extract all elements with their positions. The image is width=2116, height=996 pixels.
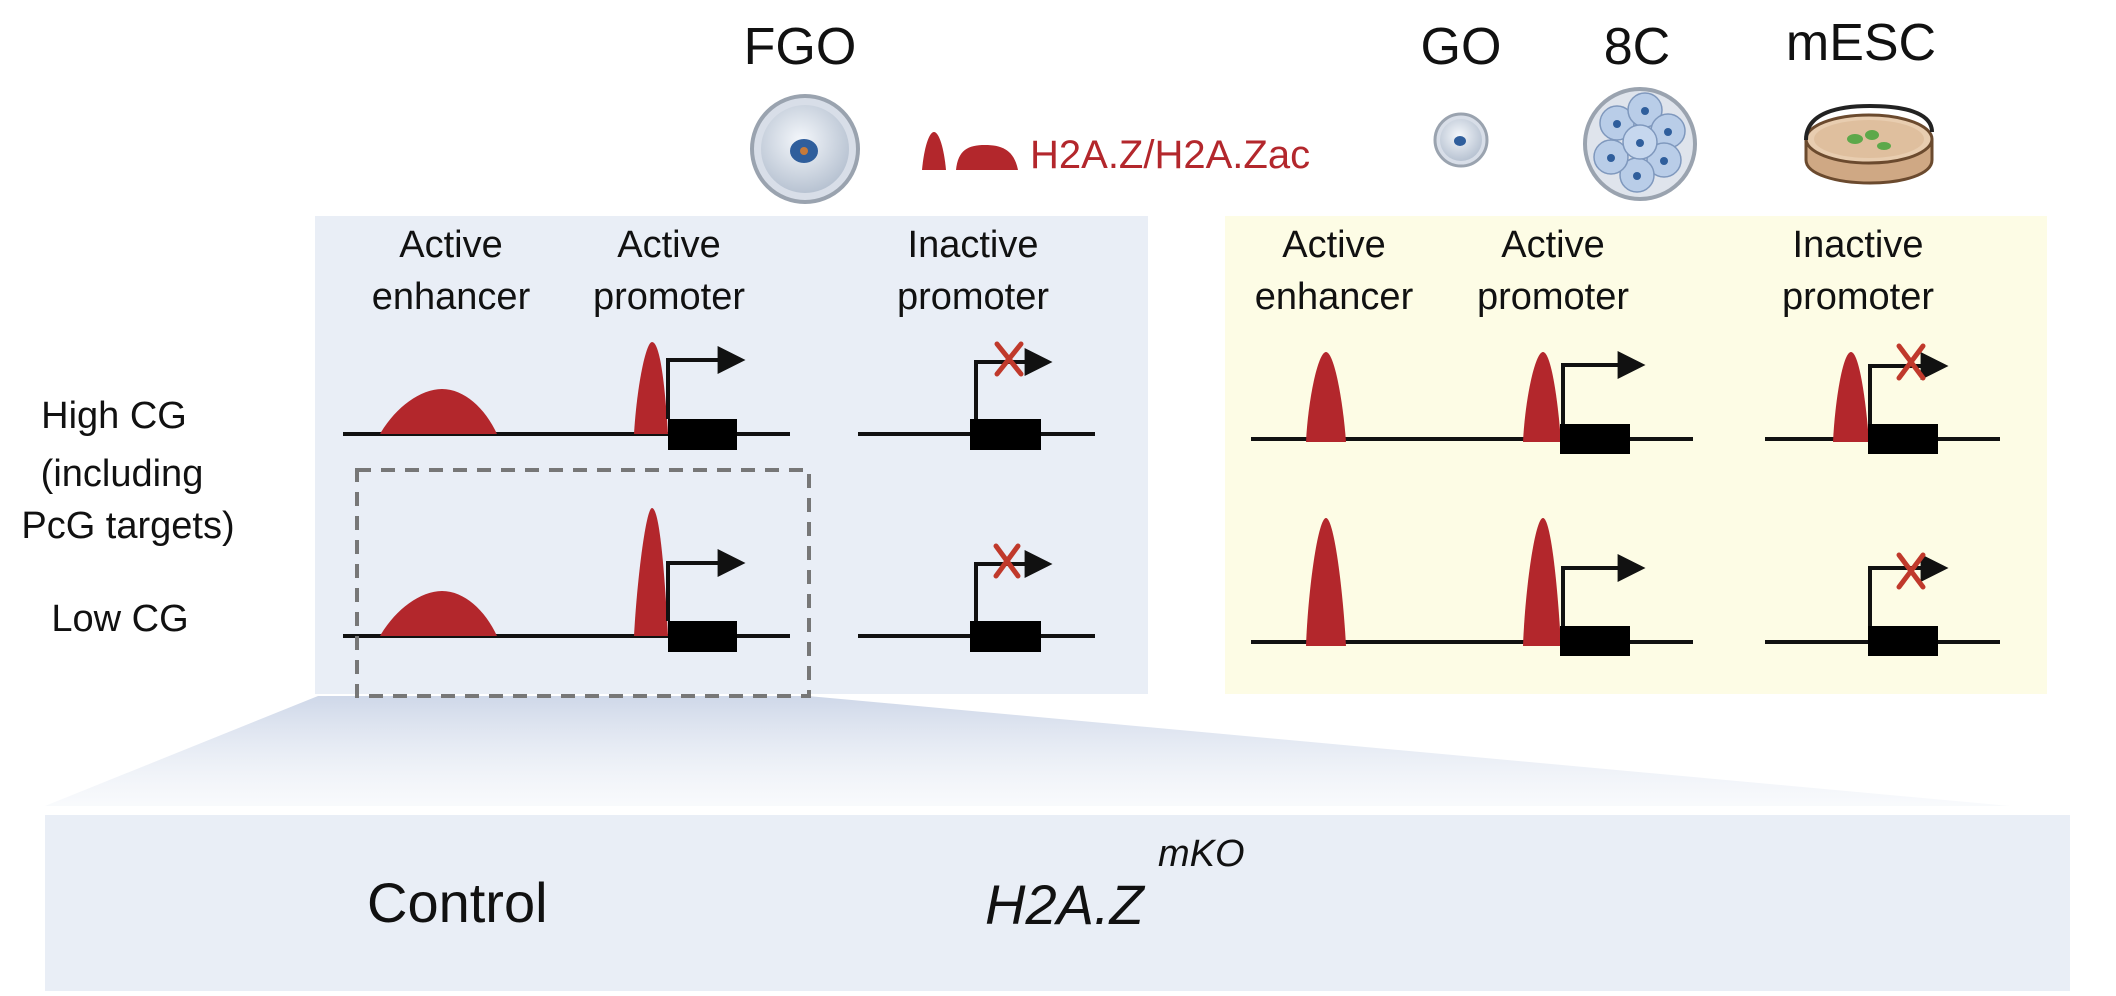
zoom-wedge [45, 696, 2010, 806]
bottom-panel [45, 815, 2070, 991]
blocked-transcription-icon [1896, 343, 1926, 381]
legend-narrow-peak-icon [922, 132, 946, 170]
left-low-cg-track [343, 508, 1095, 652]
go-oocyte-icon [1433, 112, 1489, 168]
right-enhancer-header-line2: enhancer [1255, 276, 1414, 318]
8c-embryo-icon [1583, 87, 1697, 201]
gene-box [1560, 626, 1630, 656]
left-high-cg-track [343, 341, 1095, 450]
gene-box [668, 621, 737, 652]
inactive-gene-box [970, 419, 1041, 450]
left-promoter-header-line1: Active [617, 224, 720, 266]
control-label: Control [367, 871, 548, 934]
left-enhancer-header-line1: Active [399, 224, 502, 266]
row-high-cg-line2: (including [41, 453, 204, 495]
inactive-gene-box [970, 621, 1041, 652]
right-high-cg-track [1251, 343, 2000, 454]
inactive-tss-arrow [974, 348, 1053, 419]
mutant-superscript: mKO [1158, 833, 1245, 875]
stage-8c-label: 8C [1604, 18, 1670, 76]
inactive-gene-box [1868, 626, 1938, 656]
promoter-peak [1523, 518, 1561, 646]
tss-arrow [1561, 554, 1646, 626]
tss-arrow [666, 346, 746, 419]
left-promoter-header-line2: promoter [593, 276, 745, 318]
row-high-cg-line1: High CG [41, 395, 187, 437]
zoom-selection-box [355, 468, 811, 698]
right-inactive-header-line2: promoter [1782, 276, 1934, 318]
promoter-peak [1523, 352, 1561, 442]
inactive-promoter-peak [1833, 352, 1869, 442]
inactive-gene-box [1868, 424, 1938, 454]
stage-fgo-label: FGO [744, 18, 857, 76]
fgo-oocyte-icon [750, 94, 860, 204]
stage-go-label: GO [1421, 18, 1502, 76]
mutant-label: H2A.Z [985, 873, 1145, 936]
gene-box [668, 419, 737, 450]
promoter-peak [634, 508, 668, 636]
narrow-enhancer-peak [1306, 352, 1346, 442]
gene-box [1560, 424, 1630, 454]
right-promoter-header-line2: promoter [1477, 276, 1629, 318]
left-inactive-header-line2: promoter [897, 276, 1049, 318]
right-enhancer-header-line1: Active [1282, 224, 1385, 266]
narrow-enhancer-peak [1306, 518, 1346, 646]
legend-h2az: H2A.Z/H2A.Zac [922, 132, 1310, 177]
stage-mesc-label: mESC [1786, 14, 1936, 72]
blocked-transcription-icon [1896, 552, 1926, 590]
row-high-cg-line3: PcG targets) [21, 505, 234, 547]
inactive-tss-arrow [1868, 352, 1949, 424]
inactive-tss-arrow [974, 550, 1053, 621]
broad-enhancer-peak [380, 591, 497, 636]
tss-arrow [666, 549, 746, 621]
promoter-peak [634, 342, 668, 434]
inactive-tss-arrow [1868, 554, 1949, 626]
blocked-transcription-icon [993, 543, 1021, 579]
right-inactive-header-line1: Inactive [1793, 224, 1924, 266]
mesc-dish-icon [1804, 103, 1934, 185]
blocked-transcription-icon [994, 341, 1024, 377]
right-panel [1225, 216, 2047, 694]
row-low-cg: Low CG [51, 598, 188, 640]
broad-enhancer-peak [380, 389, 497, 434]
left-inactive-header-line1: Inactive [908, 224, 1039, 266]
legend-broad-peak-icon [956, 145, 1018, 170]
left-enhancer-header-line2: enhancer [372, 276, 531, 318]
legend-label: H2A.Z/H2A.Zac [1030, 133, 1310, 177]
tss-arrow [1561, 351, 1646, 424]
right-promoter-header-line1: Active [1501, 224, 1604, 266]
right-low-cg-track [1251, 518, 2000, 656]
